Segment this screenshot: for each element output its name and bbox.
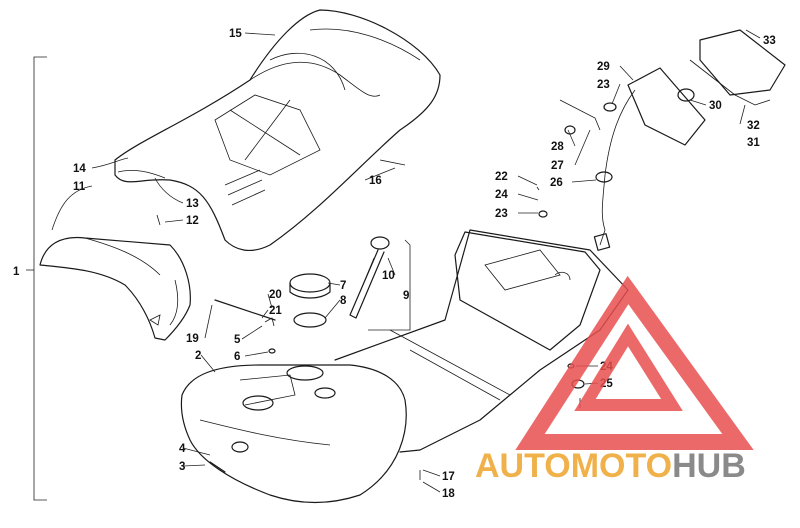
callout-11: 11 <box>73 181 86 193</box>
callout-33: 33 <box>763 35 776 47</box>
taillight-part <box>559 29 786 251</box>
callout-32: 32 <box>747 120 760 132</box>
backrest-part <box>39 236 191 341</box>
callout-23: 23 <box>597 79 610 91</box>
watermark-logo: AUTOMOTOHUB <box>475 275 754 485</box>
seat-part <box>114 9 441 252</box>
callout-24: 24 <box>495 189 508 201</box>
callout-1: 1 <box>13 266 20 278</box>
callout-30: 30 <box>709 100 722 112</box>
callout-22: 22 <box>495 171 508 183</box>
callout-12: 12 <box>186 215 199 227</box>
callout-10: 10 <box>382 270 395 282</box>
callout-9: 9 <box>403 290 409 302</box>
callout-2: 2 <box>195 350 201 362</box>
callout-15: 15 <box>229 28 242 40</box>
fuel-tank-part <box>180 364 407 504</box>
callout-21: 21 <box>269 305 282 317</box>
callout-labels: 1 2 3 4 5 6 7 8 9 10 11 12 13 14 15 16 1… <box>13 28 776 500</box>
leader-lines <box>51 29 761 493</box>
callout-3: 3 <box>179 461 185 473</box>
callout-17: 17 <box>442 471 455 483</box>
bracket-1 <box>26 56 47 501</box>
callout-6: 6 <box>234 351 240 363</box>
callout-27: 27 <box>551 160 564 172</box>
hardware-parts <box>156 159 585 480</box>
callout-7: 7 <box>340 280 346 292</box>
callout-26: 26 <box>550 177 563 189</box>
fuel-cap-part <box>289 273 331 328</box>
callout-31: 31 <box>747 137 760 149</box>
callout-28: 28 <box>551 141 564 153</box>
callout-23b: 23 <box>495 208 508 220</box>
callout-29: 29 <box>597 61 610 73</box>
callout-4: 4 <box>179 443 186 455</box>
callout-5: 5 <box>234 334 241 346</box>
watermark-auto: AUTOMOTOHUB <box>475 447 746 485</box>
callout-20: 20 <box>269 289 282 301</box>
callout-8: 8 <box>340 295 347 307</box>
callout-14: 14 <box>73 163 86 175</box>
callout-19: 19 <box>186 333 199 345</box>
callout-18: 18 <box>442 488 455 500</box>
callout-16: 16 <box>369 175 382 187</box>
callout-13: 13 <box>186 198 199 210</box>
fuel-sender-part <box>349 236 390 319</box>
